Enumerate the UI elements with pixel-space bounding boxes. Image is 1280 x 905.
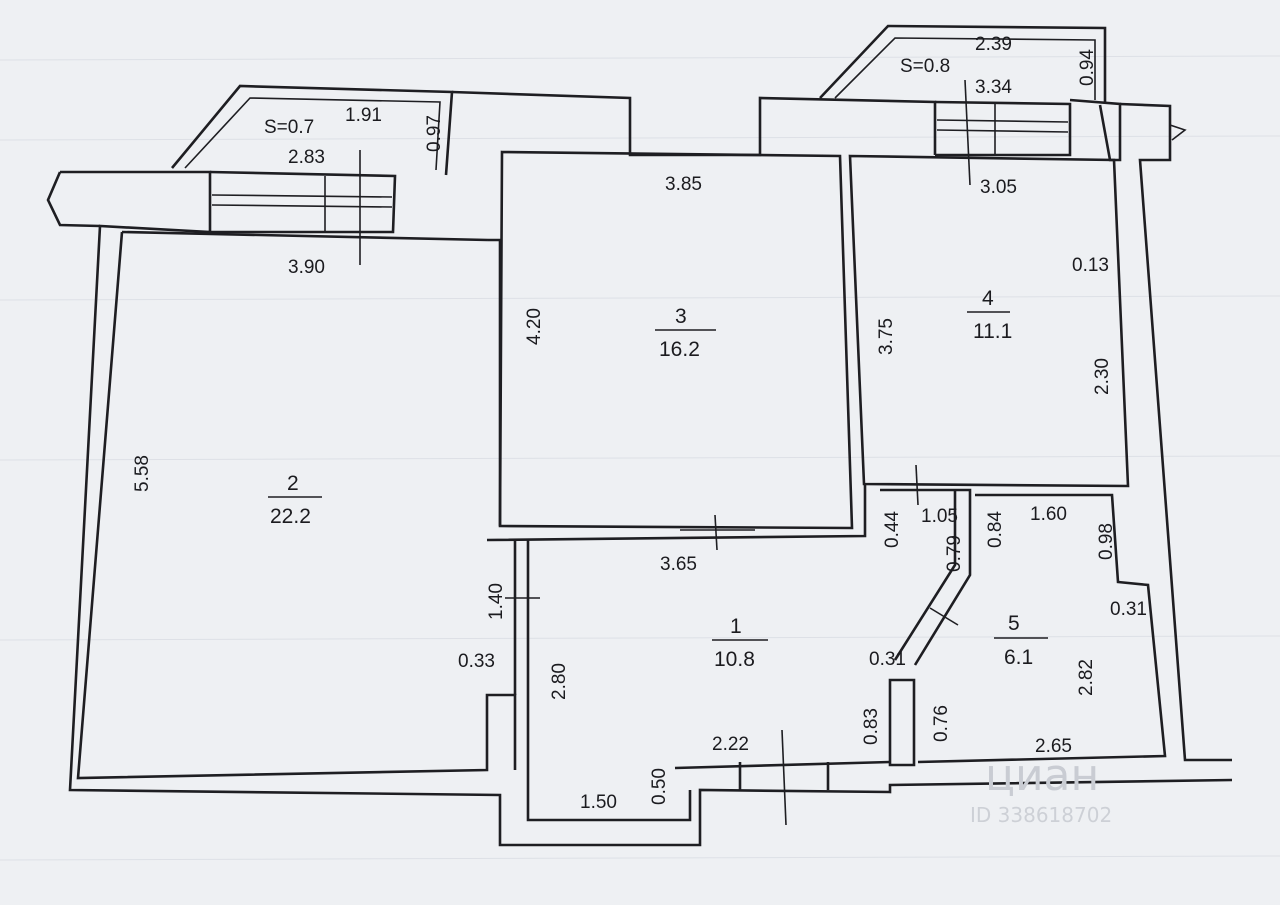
room-1-width: 3.65 bbox=[660, 554, 697, 575]
outer-walls bbox=[46, 90, 1233, 847]
room-2-length: 5.58 bbox=[132, 455, 153, 492]
room-2-width: 3.90 bbox=[288, 257, 325, 278]
balcony-left-area: S=0.7 bbox=[264, 117, 314, 138]
room-1-area: 10.8 bbox=[714, 648, 755, 671]
room-3-length: 4.20 bbox=[524, 308, 545, 345]
room-5-dim-c: 0.31 bbox=[869, 649, 906, 670]
balcony-left bbox=[170, 84, 454, 265]
room-1-bottom: 2.22 bbox=[712, 734, 749, 755]
hall-dim-c: 0.79 bbox=[944, 535, 965, 572]
room-3-area: 16.2 bbox=[659, 338, 700, 361]
hall-dim-d: 0.84 bbox=[985, 511, 1006, 548]
room-4-length: 3.75 bbox=[876, 318, 897, 355]
room-3-width: 3.85 bbox=[665, 174, 702, 195]
balcony-right-length: 3.34 bbox=[975, 77, 1012, 98]
balcony-right-width: 2.39 bbox=[975, 34, 1012, 55]
room-5-walls bbox=[880, 464, 1167, 767]
room-2-area: 22.2 bbox=[270, 505, 311, 528]
watermark-logo: циан bbox=[985, 750, 1099, 801]
room-2-number: 2 bbox=[287, 472, 299, 495]
watermark-id: ID 338618702 bbox=[970, 803, 1112, 827]
room-1-wall: 1.40 bbox=[486, 583, 507, 620]
room-5-dim-b: 0.31 bbox=[1110, 599, 1147, 620]
room-5-number: 5 bbox=[1008, 612, 1020, 635]
room-4-width: 3.05 bbox=[980, 177, 1017, 198]
balcony-right bbox=[819, 24, 1107, 186]
room-4-walls bbox=[848, 154, 1130, 488]
room-5-dim-d: 0.76 bbox=[931, 705, 952, 742]
room-1-post: 0.83 bbox=[861, 708, 882, 745]
room-4-ledge: 0.13 bbox=[1072, 255, 1109, 276]
paper-lines bbox=[0, 55, 1280, 861]
hall-dim-a: 0.44 bbox=[882, 511, 903, 548]
room-4-number: 4 bbox=[982, 287, 994, 310]
balcony-left-length: 2.83 bbox=[288, 147, 325, 168]
room-4-right: 2.30 bbox=[1092, 358, 1113, 395]
room-1-notch-depth: 0.50 bbox=[649, 768, 670, 805]
room-5-width: 1.60 bbox=[1030, 504, 1067, 525]
room-1-walls bbox=[486, 484, 891, 826]
room-3-walls bbox=[121, 150, 854, 530]
room-5-dim-a: 0.98 bbox=[1096, 523, 1117, 560]
room-2-niche: 0.33 bbox=[458, 651, 495, 672]
balcony-right-area: S=0.8 bbox=[900, 56, 950, 77]
room-5-length: 2.82 bbox=[1076, 659, 1097, 696]
room-4-area: 11.1 bbox=[973, 320, 1012, 343]
balcony-right-depth: 0.94 bbox=[1077, 49, 1098, 86]
room-3-number: 3 bbox=[675, 305, 687, 328]
room-5-area: 6.1 bbox=[1004, 646, 1033, 669]
hall-dim-b: 1.05 bbox=[921, 506, 958, 527]
balcony-left-depth: 0.97 bbox=[424, 115, 445, 152]
room-1-notch-width: 1.50 bbox=[580, 792, 617, 813]
room-5-bottom: 2.65 bbox=[1035, 736, 1072, 757]
room-1-length: 2.80 bbox=[549, 663, 570, 700]
balcony-left-width: 1.91 bbox=[345, 105, 382, 126]
room-1-number: 1 bbox=[730, 615, 742, 638]
